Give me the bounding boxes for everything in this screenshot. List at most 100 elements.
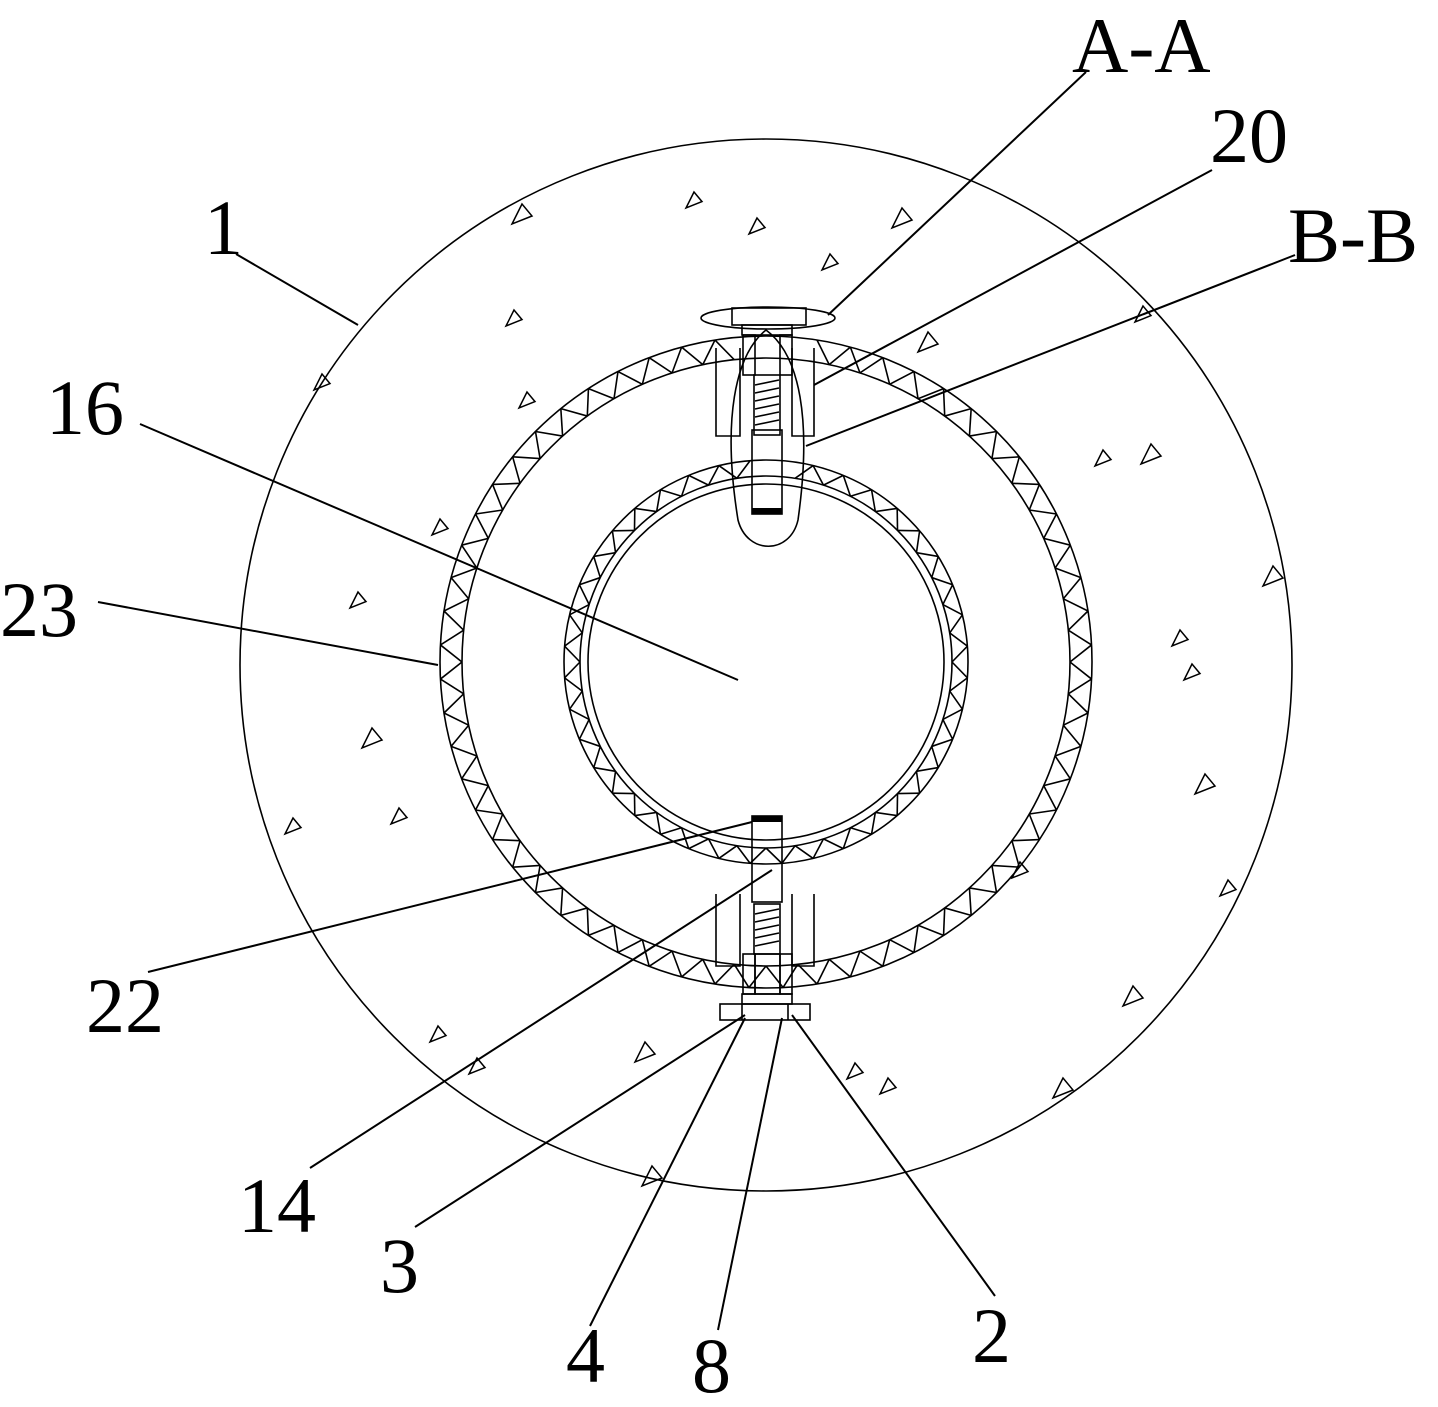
hatch-stroke <box>588 924 615 937</box>
hatch-stroke <box>1063 598 1089 612</box>
hatch-stroke <box>1069 661 1093 680</box>
hatch-stroke <box>450 724 470 747</box>
hatch-stroke <box>586 907 590 936</box>
hatch-stroke <box>617 370 643 385</box>
hatch-stroke <box>611 771 617 794</box>
hatch-stroke <box>450 745 478 757</box>
top-support-assembly <box>700 306 836 547</box>
hatch-stroke <box>475 809 503 815</box>
hatch-stroke <box>968 887 972 916</box>
aggregate-triangle <box>1121 984 1145 1008</box>
aggregate-triangle <box>1218 878 1238 898</box>
hatch-stroke <box>949 614 964 634</box>
hatch-stroke <box>440 629 465 646</box>
hatch-stroke <box>1028 484 1041 511</box>
label-2: 2 <box>972 1292 1011 1379</box>
hatch-stroke <box>648 356 673 374</box>
hatch-stroke <box>991 456 1020 460</box>
hatch-stroke <box>913 925 919 953</box>
hatch-stroke <box>849 950 861 978</box>
hatch-stroke <box>671 346 683 374</box>
hatch-stroke <box>1054 544 1072 569</box>
aggregate-symbols <box>283 190 1285 1188</box>
hatch-stroke <box>991 865 998 893</box>
hatch-stroke <box>870 489 877 512</box>
hatch-stroke <box>917 924 944 937</box>
hatch-stroke <box>1054 755 1072 780</box>
hatch-stroke <box>560 407 588 417</box>
hatch-stroke <box>882 939 891 967</box>
aggregate-triangle <box>517 390 537 410</box>
hatch-stroke <box>1062 724 1082 747</box>
hatch-stroke <box>828 958 851 978</box>
hatch-stroke <box>439 644 463 663</box>
hatch-stroke <box>707 838 720 859</box>
aggregate-triangle <box>747 216 767 236</box>
label-22: 22 <box>86 962 164 1049</box>
hatch-stroke <box>944 407 972 417</box>
hatch-stroke <box>949 677 968 692</box>
hatch-layer <box>439 339 1093 989</box>
hatch-stroke <box>736 845 751 864</box>
aggregate-triangle <box>430 517 450 537</box>
hatch-stroke <box>474 785 489 811</box>
hatch-stroke <box>1043 778 1071 787</box>
hatch-stroke <box>512 456 541 460</box>
hatch-stroke <box>916 766 939 773</box>
hatch-stroke <box>718 845 738 860</box>
hatch-stroke <box>641 939 650 967</box>
hatch-stroke <box>511 840 521 868</box>
hatch-stroke <box>930 746 939 768</box>
hatch-stroke <box>915 530 921 553</box>
hatch-stroke <box>794 845 814 860</box>
hatch-stroke <box>460 755 478 780</box>
hatch-stroke <box>613 925 619 953</box>
hatch-stroke <box>942 603 963 616</box>
aggregate-triangle <box>283 816 303 836</box>
hatch-stroke <box>671 950 683 978</box>
hatch-stroke <box>1054 567 1082 579</box>
hatch-stroke <box>648 950 673 968</box>
hatch-stroke <box>439 661 463 680</box>
hatch-stroke <box>512 864 541 868</box>
hatch-stroke <box>450 577 470 600</box>
hatch-stroke <box>718 464 738 479</box>
hatch-stroke <box>534 431 541 459</box>
label-8: 8 <box>692 1322 731 1407</box>
hatch-stroke <box>440 678 465 695</box>
aggregate-triangle <box>428 1024 448 1044</box>
hatch-stroke <box>870 812 877 835</box>
hatch-stroke <box>569 603 590 616</box>
hatch-stroke <box>797 963 818 985</box>
hatch-stroke <box>681 958 704 978</box>
hatch-stroke <box>942 708 963 721</box>
hatch-stroke <box>443 712 469 726</box>
aggregate-triangle <box>845 1061 865 1081</box>
hatch-stroke <box>1028 813 1041 840</box>
label-16: 16 <box>46 364 124 451</box>
label-20: 20 <box>1210 92 1288 179</box>
hatch-stroke <box>475 509 503 515</box>
aggregate-triangle <box>1139 442 1163 466</box>
hatch-stroke <box>816 959 830 985</box>
label-a-a: A-A <box>1072 2 1211 89</box>
hatch-stroke <box>942 907 946 936</box>
hatch-stroke <box>443 598 469 612</box>
hatch-stroke <box>660 826 682 835</box>
aggregate-triangle <box>360 726 384 750</box>
aggregate-triangle <box>467 1056 487 1076</box>
hatch-stroke <box>491 484 504 511</box>
aggregate-triangle <box>1010 860 1030 880</box>
aggregate-triangle <box>348 590 368 610</box>
hatch-stroke <box>842 827 852 849</box>
hatch-stroke <box>942 719 954 740</box>
hatch-stroke <box>474 513 489 539</box>
hatch-stroke <box>714 963 735 985</box>
hatch-stroke <box>931 738 953 748</box>
hatch-stroke <box>569 708 590 721</box>
hatch-stroke <box>655 812 662 835</box>
inner-pipe-circle <box>587 483 945 841</box>
hatch-stroke <box>1043 785 1058 811</box>
hatch-stroke <box>1011 838 1040 842</box>
hatch-stroke <box>915 771 921 794</box>
